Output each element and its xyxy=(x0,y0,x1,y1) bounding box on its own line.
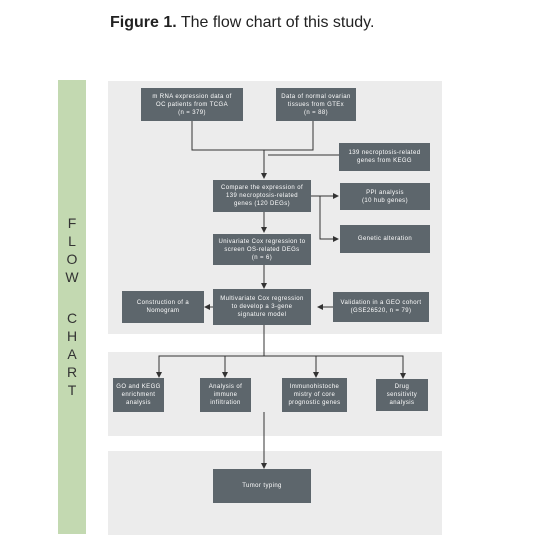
univariate-cox-box: Univariate Cox regression to screen OS-r… xyxy=(213,234,311,265)
ppi-analysis-box: PPI analysis (10 hub genes) xyxy=(340,183,430,210)
kegg-genes-box: 139 necroptosis-related genes from KEGG xyxy=(339,143,430,171)
sidebar-letter: A xyxy=(67,346,77,362)
tcga-data-box: m RNA expression data of OC patients fro… xyxy=(141,88,243,121)
immunohistochemistry-box: Immunohistoche mistry of core prognostic… xyxy=(282,378,347,412)
gtex-data-box: Data of normal ovarian tissues from GTEx… xyxy=(276,88,356,121)
sidebar-letter: R xyxy=(66,364,78,380)
go-kegg-enrichment-box: GO and KEGG enrichment analysis xyxy=(113,378,164,412)
compare-expression-box: Compare the expression of 139 necroptosi… xyxy=(213,180,311,212)
sidebar-letter: W xyxy=(65,269,79,285)
genetic-alteration-box: Genetic alteration xyxy=(340,225,430,253)
figure-caption: The flow chart of this study. xyxy=(180,14,375,31)
figure-title: Figure 1. The flow chart of this study. xyxy=(110,14,374,32)
sidebar-letter: H xyxy=(66,328,78,344)
sidebar-letter: L xyxy=(68,233,76,249)
geo-validation-box: Validation in a GEO cohort (GSE26520, n … xyxy=(333,292,429,322)
sidebar-letter: F xyxy=(67,215,77,231)
figure-label: Figure 1. xyxy=(110,14,177,31)
tumor-typing-box: Tumor typing xyxy=(213,469,311,503)
nomogram-box: Construction of a Nomogram xyxy=(122,291,204,323)
drug-sensitivity-box: Drug sensitivity analysis xyxy=(376,379,428,411)
sidebar-letter: T xyxy=(67,382,77,398)
sidebar-letter: O xyxy=(66,251,78,267)
flow-chart-sidebar: F L O W C H A R T xyxy=(58,80,86,534)
multivariate-cox-box: Multivariate Cox regression to develop a… xyxy=(213,289,311,325)
sidebar-letter: C xyxy=(66,310,78,326)
immune-infiltration-box: Analysis of immune infiltration xyxy=(200,378,251,412)
